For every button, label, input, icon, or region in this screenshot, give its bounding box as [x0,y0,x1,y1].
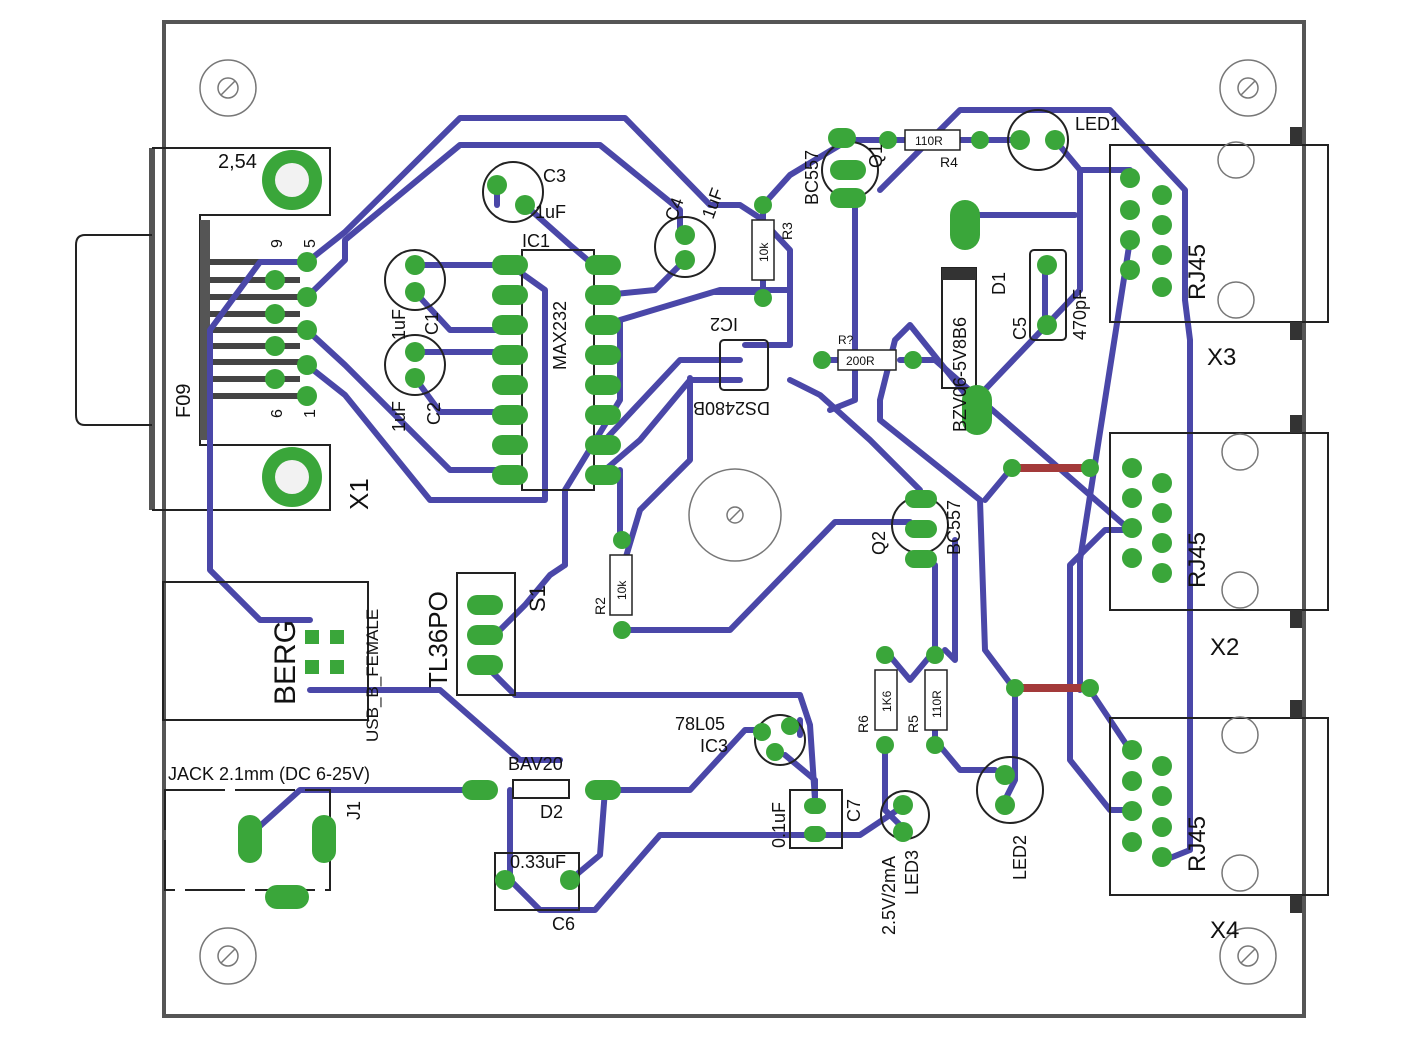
label-c1v: 1uF [389,309,409,340]
labels: 2,54 X1 F09 9 5 6 1 C3 1uF C4 1uF IC1 MA… [168,114,1239,944]
label-c4v: 1uF [698,185,727,221]
label-c2v: 1uF [389,401,409,432]
label-jack: JACK 2.1mm (DC 6-25V) [168,764,370,784]
label-bav: BAV20 [508,754,563,774]
label-c2: C2 [424,402,444,425]
label-d1: D1 [989,272,1009,295]
label-led1: LED1 [1075,114,1120,134]
label-r4v: 110R [915,134,943,148]
label-r6v: 1K6 [880,690,894,712]
label-c7v: 0.1uF [769,802,789,848]
label-rj3: RJ45 [1184,816,1211,872]
label-r2v: 10k [615,580,629,600]
component-outlines [162,109,1069,911]
traces [207,107,1193,913]
label-berg: BERG [269,620,302,705]
label-q2: Q2 [869,531,889,555]
label-bzv: BZV06-5V8B6 [950,317,970,432]
label-q1: Q1 [866,144,886,168]
label-pin9: 9 [269,239,286,248]
label-r5: R5 [905,715,921,733]
label-led2: LED2 [1010,835,1030,880]
label-r200: 200R [846,354,875,368]
label-ic1: IC1 [522,231,550,251]
mounting-holes [199,59,1277,985]
label-c7: C7 [844,799,864,822]
label-c3v: 1uF [535,202,566,222]
label-c1: C1 [422,312,442,335]
label-r6: R6 [855,715,871,733]
label-rj2: RJ45 [1184,532,1211,588]
label-bc557a: BC557 [802,150,822,205]
label-led3v: 2.5V/2mA [879,856,899,935]
rj45-outlines [1109,127,1329,913]
label-x3: X3 [1207,344,1236,371]
label-d2: D2 [540,802,563,822]
label-ds: DS2480B [693,398,770,418]
label-pin1: 1 [302,409,319,418]
label-pitch: 2,54 [218,151,257,173]
label-r3: R3 [779,222,795,240]
label-c5: C5 [1010,317,1030,340]
label-led3: LED3 [902,850,922,895]
label-x2: X2 [1210,634,1239,661]
label-r5v: 110R [930,690,944,718]
label-j1: J1 [344,801,364,820]
label-r-unknown: R? [838,333,854,347]
label-x1: X1 [344,478,374,510]
db9-connector [75,147,331,511]
label-r3v: 10k [757,242,771,262]
label-ic3: IC3 [700,736,728,756]
label-r4: R4 [940,154,958,170]
label-reg: 78L05 [675,714,725,734]
label-x4: X4 [1210,917,1239,944]
label-c3: C3 [543,166,566,186]
label-usb: USB_B_FEMALE [363,609,382,742]
label-tl36po: TL36PO [423,591,453,688]
label-rj1: RJ45 [1184,244,1211,300]
pads [238,128,1172,909]
label-pin5: 5 [302,239,319,248]
label-c5v: 470pF [1070,289,1090,340]
label-ic2: IC2 [710,314,738,334]
label-pin6: 6 [269,409,286,418]
board-outline [162,20,1306,1018]
label-c6v: 0.33uF [510,852,566,872]
label-c6: C6 [552,914,575,934]
label-bc557b: BC557 [944,500,964,555]
resistors [609,129,961,731]
jumpers [1008,464,1094,692]
label-r2: R2 [592,597,608,615]
label-max232: MAX232 [550,301,570,370]
label-f09: F09 [173,384,195,418]
label-s1: S1 [525,585,550,612]
